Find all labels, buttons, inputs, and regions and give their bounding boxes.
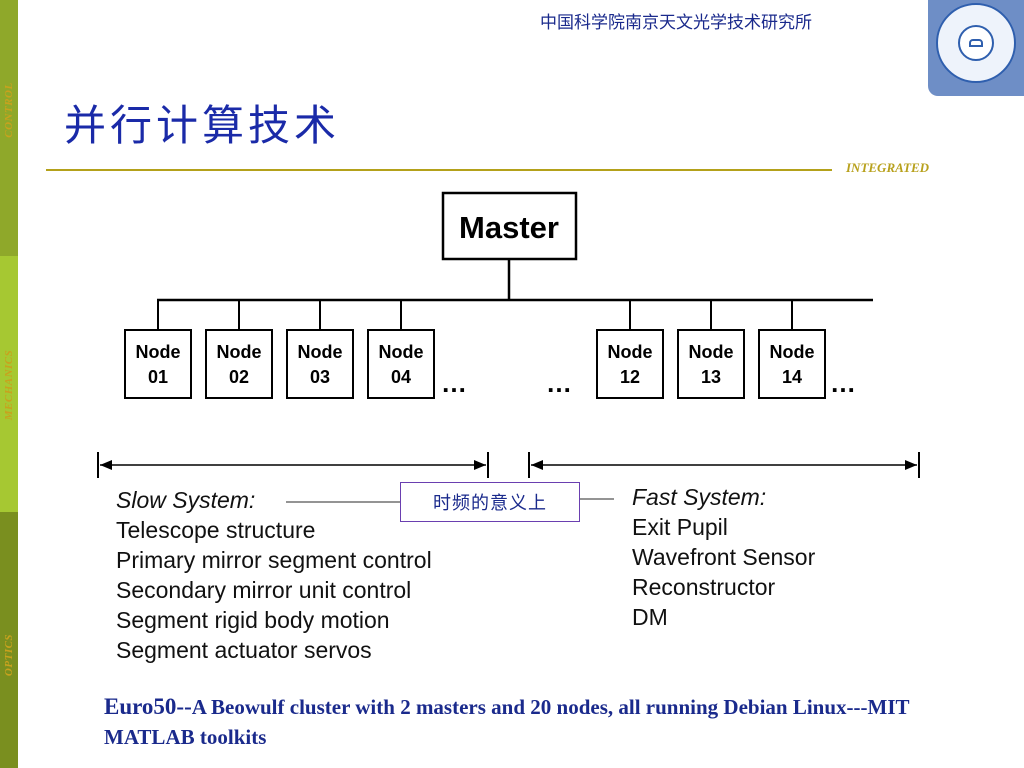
fast-range-arrow (528, 452, 920, 478)
sidebar-segment-optics (0, 512, 18, 768)
title-divider (46, 169, 832, 171)
node-13: Node 13 (677, 300, 745, 399)
node-number: 14 (782, 367, 802, 387)
node-label: Node (136, 342, 181, 362)
caption: Euro50--A Beowulf cluster with 2 masters… (104, 692, 964, 752)
slow-range-arrow (97, 452, 489, 478)
list-item: Secondary mirror unit control (116, 577, 412, 603)
ellipsis-1: … (441, 368, 467, 398)
node-layer: Node01Node02Node03Node04Node12Node13Node… (124, 300, 826, 399)
caption-lead: Euro50-- (104, 694, 192, 719)
node-box (758, 329, 826, 399)
time-frequency-label: 时频的意义上 (400, 482, 580, 522)
fast-system-list: Fast System: Exit Pupil Wavefront Sensor… (632, 482, 815, 632)
master-node: Master (441, 191, 578, 261)
institution-logo (928, 0, 1024, 96)
caption-text: A Beowulf cluster with 2 masters and 20 … (104, 695, 910, 749)
node-number: 04 (391, 367, 411, 387)
integrated-label: INTEGRATED (846, 160, 930, 175)
node-number: 12 (620, 367, 640, 387)
list-item: Segment actuator servos (116, 637, 372, 663)
list-item: Telescope structure (116, 517, 316, 543)
list-item: Wavefront Sensor (632, 544, 816, 570)
node-label: Node (608, 342, 653, 362)
ellipsis-3: … (830, 368, 856, 398)
node-label: Node (217, 342, 262, 362)
node-box (596, 329, 664, 399)
node-box (205, 329, 273, 399)
slow-system-list: Slow System: Telescope structure Primary… (116, 485, 432, 665)
list-item: Segment rigid body motion (116, 607, 390, 633)
sidebar-segment-control (0, 0, 18, 256)
node-label: Node (298, 342, 343, 362)
node-02: Node 02 (205, 300, 273, 399)
institution-name: 中国科学院南京天文光学技术研究所 (540, 13, 812, 33)
list-item: DM (632, 604, 668, 630)
node-number: 03 (310, 367, 330, 387)
node-label: Node (689, 342, 734, 362)
node-box (367, 329, 435, 399)
node-14: Node 14 (758, 300, 826, 399)
fast-system-heading: Fast System: (632, 484, 767, 510)
list-item: Reconstructor (632, 574, 776, 600)
node-box (124, 329, 192, 399)
logo-seal-icon (936, 3, 1016, 83)
sidebar: CONTROL MECHANICS OPTICS (0, 0, 18, 768)
page-title: 并行计算技术 (64, 101, 341, 150)
node-03: Node 03 (286, 300, 354, 399)
node-box (286, 329, 354, 399)
node-12: Node 12 (596, 300, 664, 399)
master-label: Master (459, 210, 559, 245)
node-01: Node 01 (124, 300, 192, 399)
ellipsis-2: … (546, 368, 572, 398)
node-number: 13 (701, 367, 721, 387)
node-04: Node 04 (367, 300, 435, 399)
node-label: Node (379, 342, 424, 362)
sidebar-segment-mechanics (0, 256, 18, 512)
logo-telescope-icon (958, 25, 994, 61)
node-number: 01 (148, 367, 168, 387)
node-label: Node (770, 342, 815, 362)
list-item: Primary mirror segment control (116, 547, 432, 573)
list-item: Exit Pupil (632, 514, 728, 540)
node-number: 02 (229, 367, 249, 387)
node-box (677, 329, 745, 399)
slow-system-heading: Slow System: (116, 487, 256, 513)
